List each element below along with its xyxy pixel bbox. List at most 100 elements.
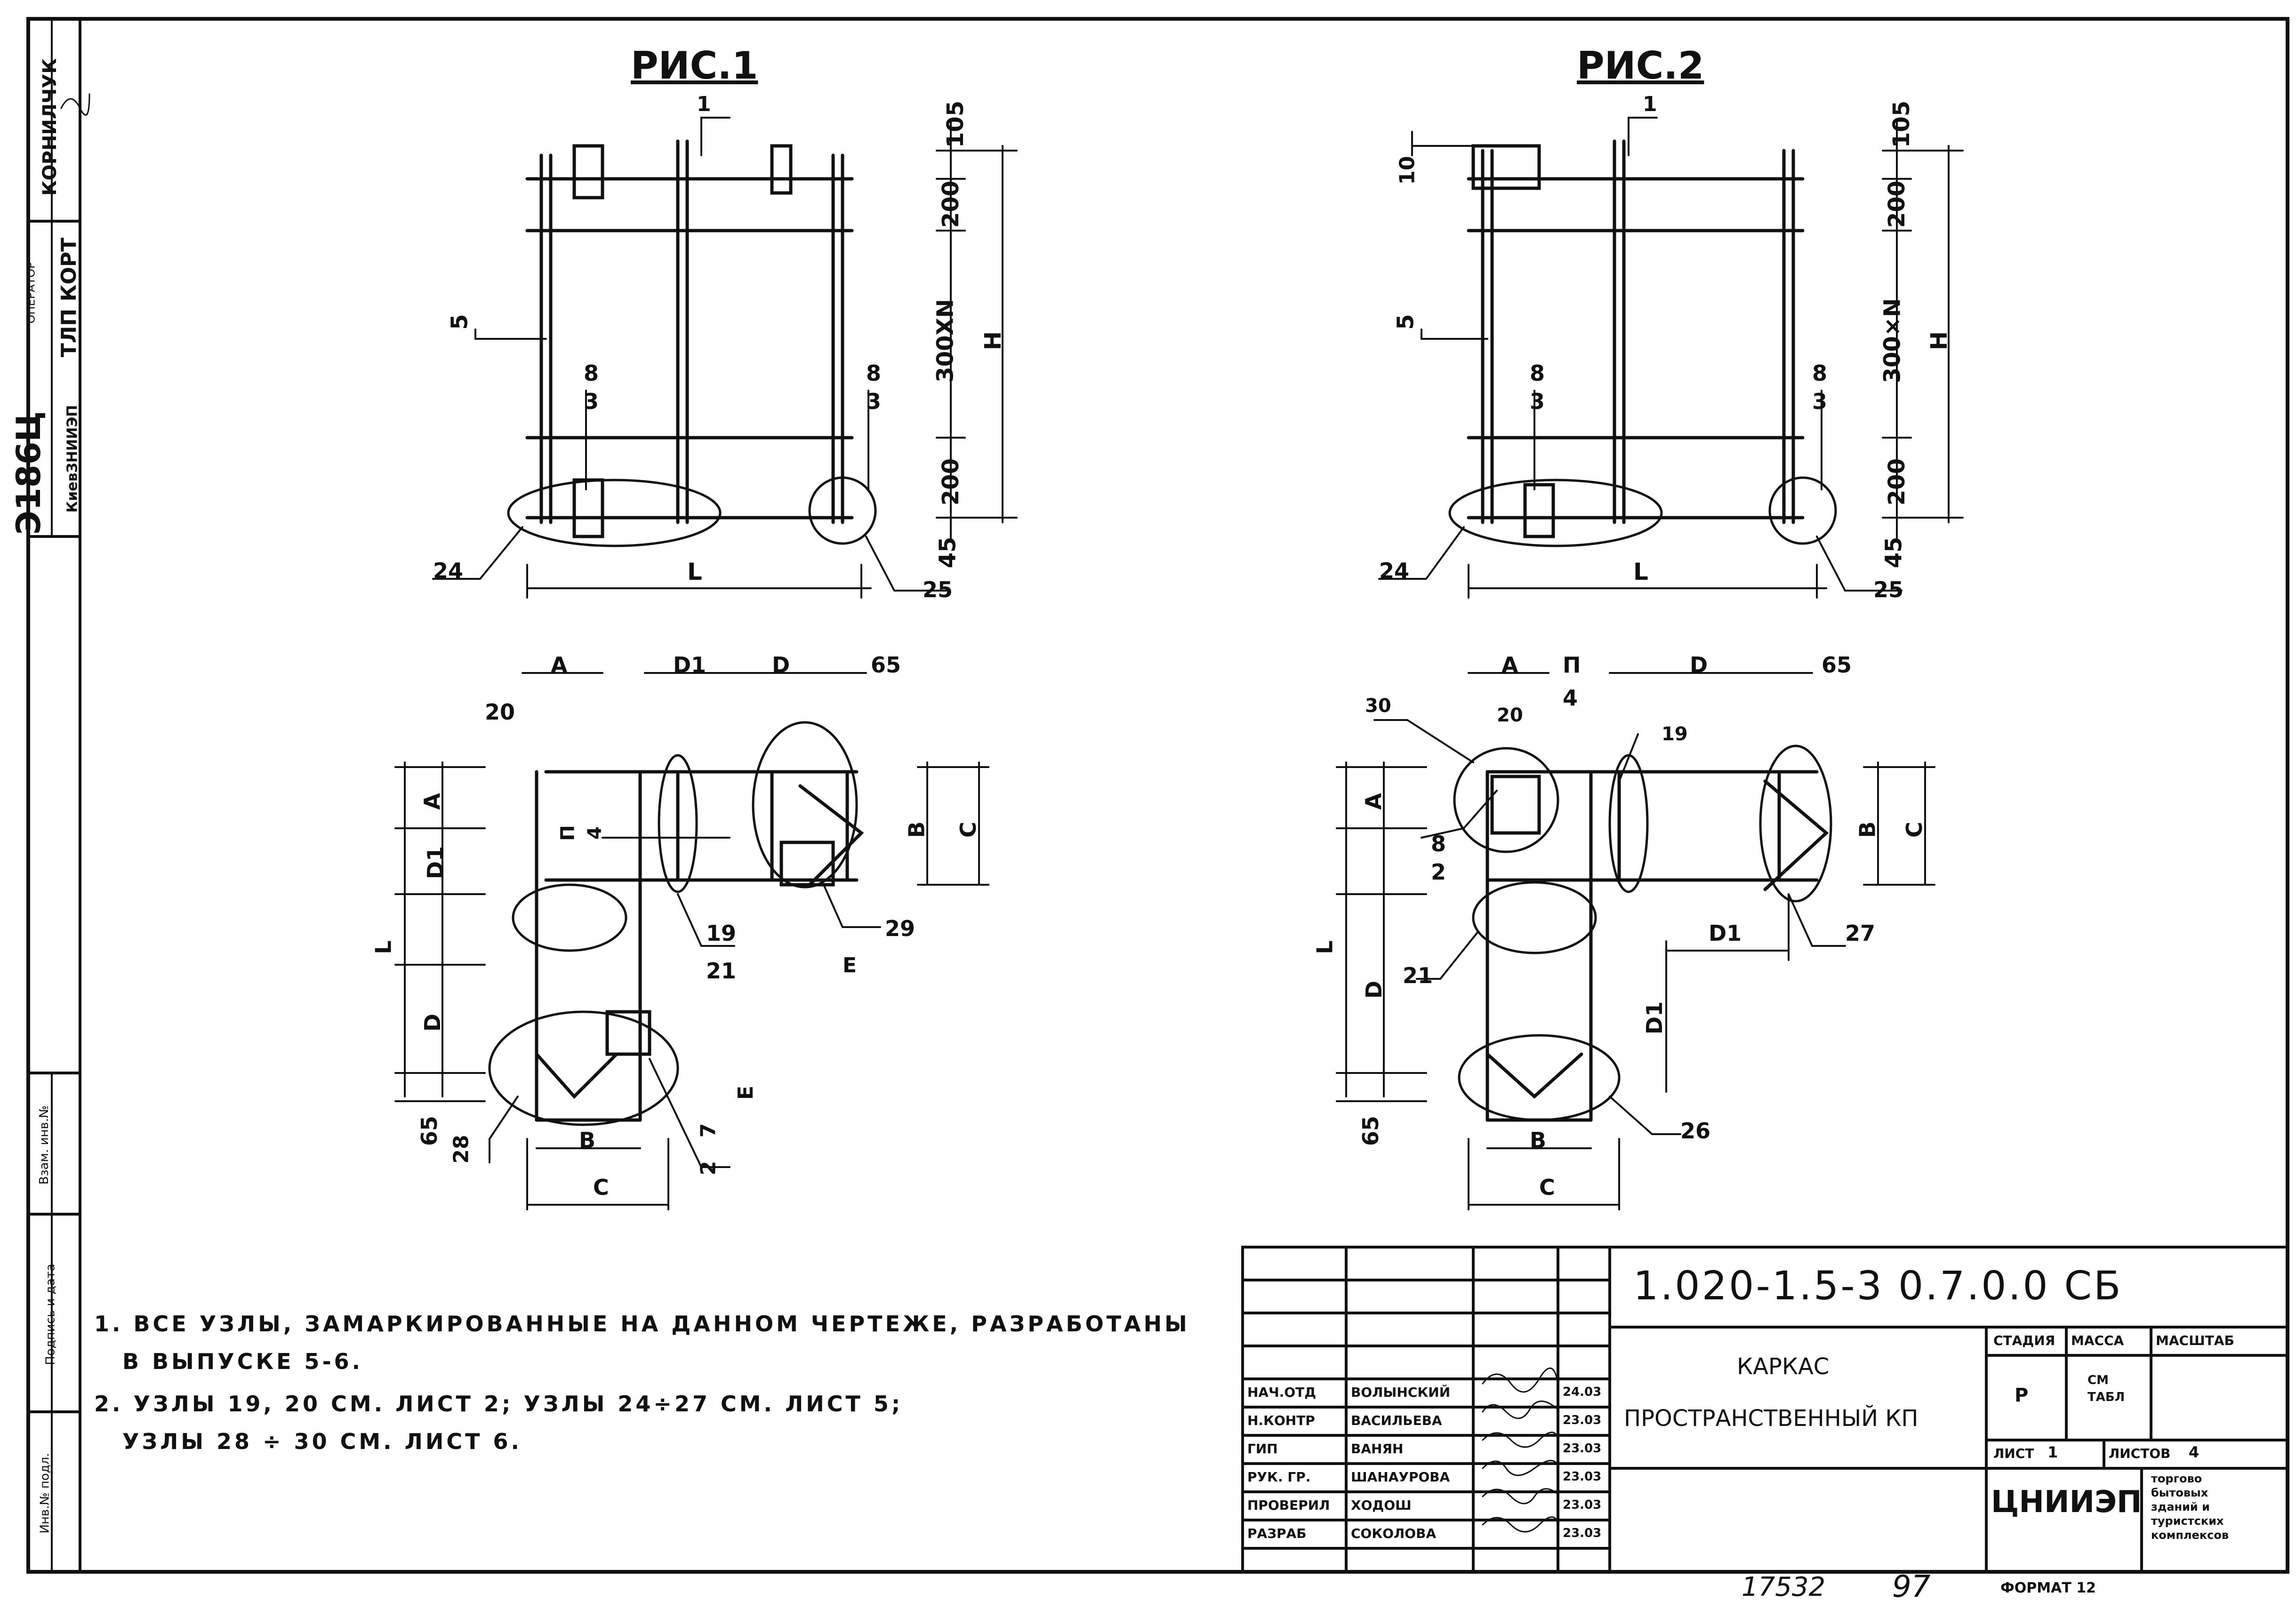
- fig1-plan-dim-d: D: [772, 652, 790, 678]
- page-number: 97: [1892, 1569, 1931, 1604]
- signer-date-6: 23.03: [1563, 1526, 1602, 1540]
- note-1-line-1: 1. ВСЕ УЗЛЫ, ЗАМАРКИРОВАННЫЕ НА ДАННОМ Ч…: [94, 1311, 1190, 1337]
- fig2-plan-dim-65: 65: [1822, 652, 1852, 678]
- fig1-callout-1: 1: [697, 92, 711, 116]
- fig1-plan-callout-7: 7: [696, 1123, 721, 1138]
- fig1-callout-5: 5: [446, 314, 473, 330]
- fig2-callout-1: 1: [1643, 92, 1657, 116]
- fig1-plan-dim-left-a: A: [419, 793, 445, 810]
- fig1-plan-dim-c: C: [955, 822, 981, 838]
- side-stamp-inv: Инв.№ подл.: [38, 1453, 52, 1534]
- fig1-plan-callout-21: 21: [706, 958, 737, 984]
- fig2-plan-dim-d1-v: D1: [1642, 1001, 1668, 1035]
- stage-value: Р: [2015, 1385, 2029, 1406]
- fig2-dim-h: H: [1926, 331, 1953, 351]
- fig2-dim-200-top: 200: [1884, 180, 1911, 228]
- fig1-plan-dim-e: E: [843, 953, 857, 977]
- stage-label: СТАДИЯ: [1993, 1333, 2055, 1348]
- side-stamp-org: Э186Ц: [9, 411, 48, 535]
- fig2-plan-dim-b: B: [1854, 821, 1880, 838]
- inventory-number: 17532: [1742, 1572, 1826, 1602]
- signer-date-4: 23.03: [1563, 1470, 1602, 1484]
- fig2-plan-dim-d1-h: D1: [1709, 921, 1742, 946]
- fig1-dim-105: 105: [942, 100, 969, 148]
- side-stamp-corrector: КОРНИЛЧУК: [39, 58, 61, 196]
- format-label: ФОРМАТ 12: [2000, 1580, 2096, 1596]
- fig1-plan-callout-29: 29: [885, 916, 915, 941]
- fig2-title: РИС.2: [1577, 44, 1704, 88]
- fig1-plan-dim-20: 20: [485, 699, 515, 725]
- org-desc-5: комплексов: [2151, 1529, 2229, 1542]
- side-stamp-operator: ТЛП КОРТ: [57, 237, 81, 358]
- note-2-line-1: 2. УЗЛЫ 19, 20 СМ. ЛИСТ 2; УЗЛЫ 24÷27 СМ…: [94, 1391, 903, 1417]
- fig1-plan-callout-2: 2: [696, 1161, 721, 1176]
- fig1-plan-view: [488, 721, 864, 1126]
- fig2-callout-8b: 8: [1812, 360, 1828, 386]
- mass-value: СМ ТАБЛ: [2087, 1373, 2125, 1405]
- fig2-dim-45: 45: [1880, 536, 1907, 568]
- fig1-plan-dim-d1: D1: [673, 652, 706, 678]
- fig1-dim-45: 45: [934, 536, 961, 568]
- fig2-plan-dim-l: L: [1312, 940, 1338, 954]
- fig1-plan-callout-4: 4: [584, 826, 606, 840]
- signer-role-2: Н.КОНТР: [1247, 1413, 1315, 1428]
- fig2-plan-callout-8: 8: [1431, 831, 1446, 857]
- fig1-dim-l: L: [687, 558, 702, 585]
- fig2-plan-dim-bottom-b: B: [1530, 1128, 1547, 1153]
- scale-label: МАСШТАБ: [2156, 1333, 2234, 1348]
- fig1-callout-24: 24: [433, 558, 464, 584]
- signer-name-6: СОКОЛОВА: [1351, 1526, 1437, 1541]
- signer-name-3: ВАНЯН: [1351, 1441, 1404, 1457]
- org-name: ЦНИИЭП: [1991, 1485, 2142, 1520]
- fig1-plan-dim-l: L: [370, 940, 396, 954]
- sheet-value: 1: [2047, 1443, 2058, 1461]
- signer-date-3: 23.03: [1563, 1441, 1602, 1456]
- fig2-dim-300xn: 300×N: [1879, 298, 1906, 384]
- fig2-plan-dim-left-d: D: [1361, 980, 1387, 999]
- fig1-plan-dim-left-d: D: [420, 1013, 446, 1032]
- fig2-plan-dim-bottom-c: C: [1539, 1175, 1555, 1200]
- fig2-callout-25: 25: [1873, 577, 1904, 602]
- org-desc-1: торгово: [2151, 1472, 2202, 1485]
- note-2-line-2: УЗЛЫ 28 ÷ 30 СМ. ЛИСТ 6.: [122, 1429, 522, 1454]
- fig1-callout-3a: 3: [584, 389, 599, 414]
- fig1-callout-8b: 8: [866, 360, 882, 386]
- fig2-callout-8a: 8: [1530, 360, 1545, 386]
- signer-role-1: НАЧ.ОТД: [1247, 1385, 1317, 1400]
- handwritten-signatures: [60, 93, 1559, 1533]
- fig2-dim-105: 105: [1888, 100, 1915, 148]
- fig1-callout-25: 25: [923, 577, 953, 602]
- fig2-plan-callout-21: 21: [1403, 963, 1433, 988]
- fig2-plan-dim-p: П: [1563, 652, 1581, 678]
- fig1-plan-dim-65: 65: [871, 652, 901, 678]
- fig2-front-view: [1448, 139, 1837, 547]
- fig2-plan-view: [1453, 744, 1832, 1122]
- signer-date-2: 23.03: [1563, 1413, 1602, 1427]
- fig1-plan-callout-p: П: [557, 825, 579, 841]
- fig1-dim-200-top: 200: [938, 180, 964, 228]
- fig2-callout-24: 24: [1379, 558, 1410, 584]
- fig1-plan-dim-left-d1: D1: [423, 846, 449, 880]
- signer-name-2: ВАСИЛЬЕВА: [1351, 1413, 1442, 1428]
- fig2-callout-10: 10: [1395, 156, 1420, 185]
- signer-role-6: РАЗРАБ: [1247, 1526, 1307, 1541]
- side-stamp-sign: Подпись и дата: [43, 1264, 58, 1365]
- fig2-dim-l: L: [1633, 558, 1648, 585]
- fig2-plan-callout-26: 26: [1680, 1118, 1711, 1144]
- fig1-dim-300xn: 300XN: [932, 299, 959, 383]
- fig2-callout-3a: 3: [1530, 389, 1545, 414]
- fig2-callout-5: 5: [1392, 314, 1419, 330]
- fig2-plan-callout-27: 27: [1845, 921, 1876, 946]
- side-stamp-org-sub: КиевЗНИИЭП: [64, 405, 81, 513]
- fig1-plan-dim-a: A: [551, 652, 568, 678]
- fig1-plan-dim-bottom-e: E: [734, 1085, 758, 1100]
- mass-label: МАССА: [2071, 1333, 2124, 1348]
- fig1-title: РИС.1: [631, 44, 758, 88]
- signer-role-4: РУК. ГР.: [1247, 1469, 1311, 1485]
- signer-date-5: 23.03: [1563, 1498, 1602, 1512]
- signer-name-5: ХОДОШ: [1351, 1497, 1412, 1513]
- signer-role-5: ПРОВЕРИЛ: [1247, 1497, 1330, 1513]
- fig2-plan-dim-d: D: [1690, 652, 1708, 678]
- fig2-plan-callout-30: 30: [1365, 695, 1391, 717]
